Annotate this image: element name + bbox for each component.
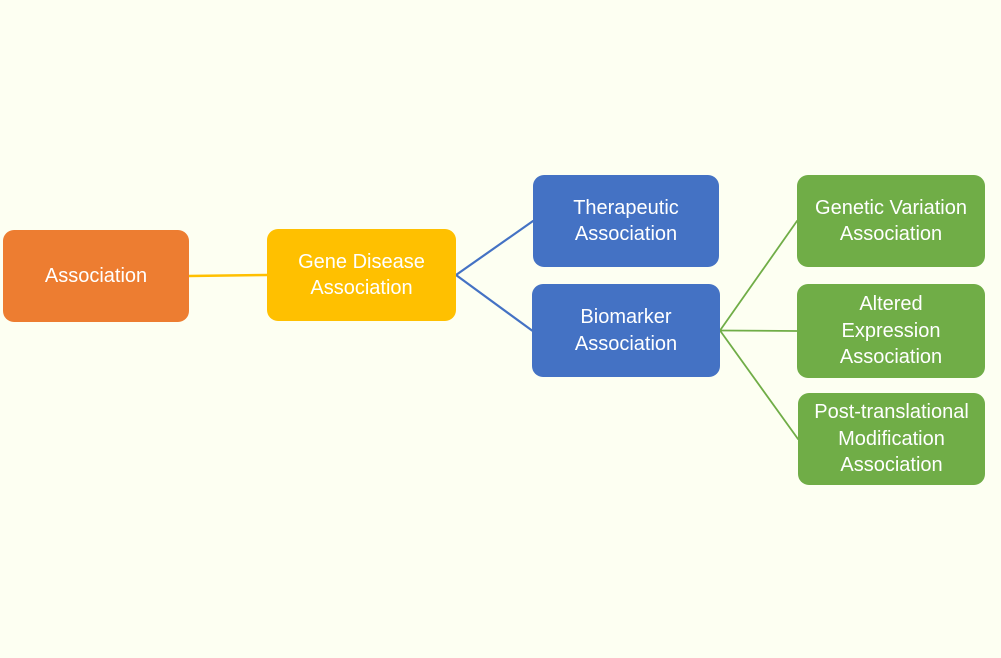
edge-biomarker-association-to-genetic-variation-association [719,220,798,332]
node-label: Association [44,264,148,287]
node-biomarker-association: Biomarker Association [532,284,720,377]
node-label: Genetic Variation Association [815,196,967,245]
node-altered-expression-association: Altered Expression Association [797,284,985,378]
edge-gene-disease-association-to-therapeutic-association [454,219,535,277]
node-label: Therapeutic Association [573,196,679,245]
node-association: Association [3,230,189,322]
edge-biomarker-association-to-post-translational-modification-association [719,329,799,440]
node-genetic-variation-association: Genetic Variation Association [797,175,985,267]
edge-biomarker-association-to-altered-expression-association [719,329,798,332]
node-gene-disease-association: Gene Disease Association [267,229,456,321]
node-label: Post-translational Modification Associat… [814,401,969,477]
node-label: Biomarker Association [574,306,678,355]
node-label: Gene Disease Association [298,250,425,299]
edge-gene-disease-association-to-biomarker-association [454,273,534,332]
node-therapeutic-association: Therapeutic Association [533,175,719,267]
node-label: Altered Expression Association [839,293,943,369]
node-post-translational-modification-association: Post-translational Modification Associat… [798,393,985,485]
edge-association-to-gene-disease-association [187,273,269,278]
